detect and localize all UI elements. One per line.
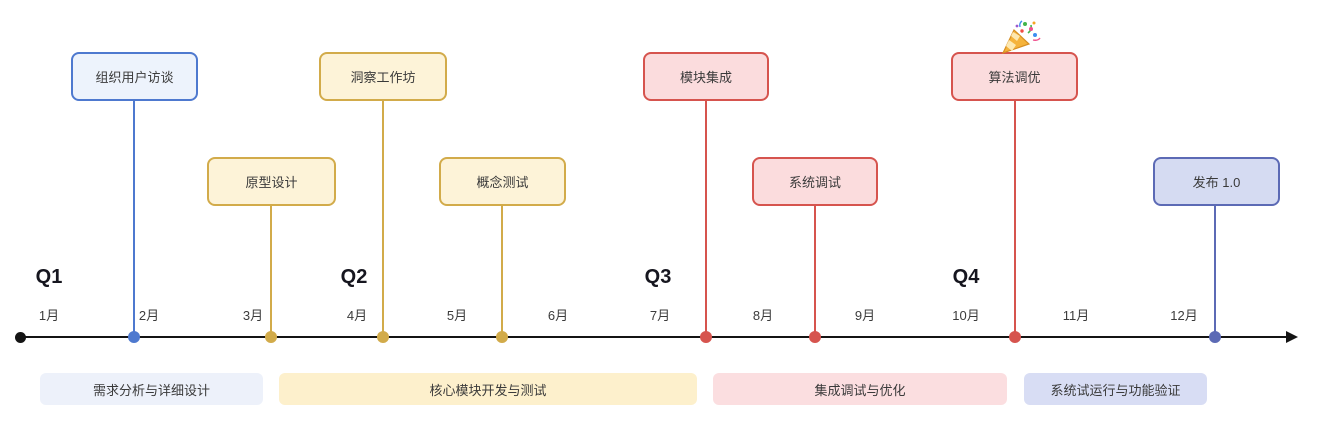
phase-bar[interactable]: 核心模块开发与测试 [279,373,697,405]
phase-label: 系统试运行与功能验证 [1050,382,1181,398]
milestone-label: 洞察工作坊 [350,70,416,85]
milestone-dot [1009,331,1021,343]
phase-bar[interactable]: 集成调试与优化 [713,373,1007,405]
milestone-stem [1014,99,1016,337]
month-label: 12月 [1170,308,1198,323]
milestone-label: 组织用户访谈 [95,70,174,85]
milestone-box[interactable]: 模块集成 [643,52,769,101]
quarter-label: Q4 [952,266,980,288]
month-label: 6月 [547,308,569,323]
milestone-box[interactable]: 系统调试 [752,157,878,206]
milestone-label: 概念测试 [476,175,529,190]
phase-label: 核心模块开发与测试 [429,382,547,398]
milestone-stem [382,99,384,337]
milestone-dot [496,331,508,343]
milestone-dot [700,331,712,343]
milestone-stem [1214,204,1216,337]
month-label: 10月 [952,308,980,323]
milestone-dot [128,331,140,343]
milestone-box[interactable]: 算法调优 [951,52,1078,101]
month-label: 3月 [242,308,264,323]
milestone-label: 模块集成 [679,70,732,85]
month-label: 9月 [854,308,876,323]
milestone-box[interactable]: 洞察工作坊 [319,52,447,101]
phase-bar[interactable]: 需求分析与详细设计 [40,373,263,405]
month-label: 11月 [1062,308,1090,323]
party-popper-icon [999,20,1041,58]
quarter-label: Q1 [35,266,63,288]
milestone-stem [814,204,816,337]
quarter-label: Q2 [340,266,368,288]
milestone-dot [809,331,821,343]
milestone-stem [501,204,503,337]
milestone-dot [265,331,277,343]
phase-label: 集成调试与优化 [814,382,906,398]
milestone-box[interactable]: 发布 1.0 [1153,157,1280,206]
axis-arrowhead-icon [1286,331,1298,343]
month-label: 2月 [138,308,160,323]
month-label: 4月 [346,308,368,323]
milestone-dot [377,331,389,343]
phase-bar[interactable]: 系统试运行与功能验证 [1024,373,1207,405]
milestone-box[interactable]: 原型设计 [207,157,336,206]
month-label: 8月 [752,308,774,323]
milestone-label: 系统调试 [788,175,841,190]
milestone-stem [705,99,707,337]
axis-start-dot [15,332,26,343]
milestone-dot [1209,331,1221,343]
milestone-stem [133,99,135,337]
milestone-label: 发布 1.0 [1192,175,1241,190]
phase-label: 需求分析与详细设计 [92,382,210,398]
milestone-box[interactable]: 组织用户访谈 [71,52,198,101]
milestone-stem [270,204,272,337]
month-label: 7月 [649,308,671,323]
milestone-label: 原型设计 [245,175,298,190]
timeline-axis [20,336,1288,338]
month-label: 1月 [38,308,60,323]
month-label: 5月 [446,308,468,323]
milestone-box[interactable]: 概念测试 [439,157,566,206]
milestone-label: 算法调优 [988,70,1041,85]
quarter-label: Q3 [644,266,672,288]
